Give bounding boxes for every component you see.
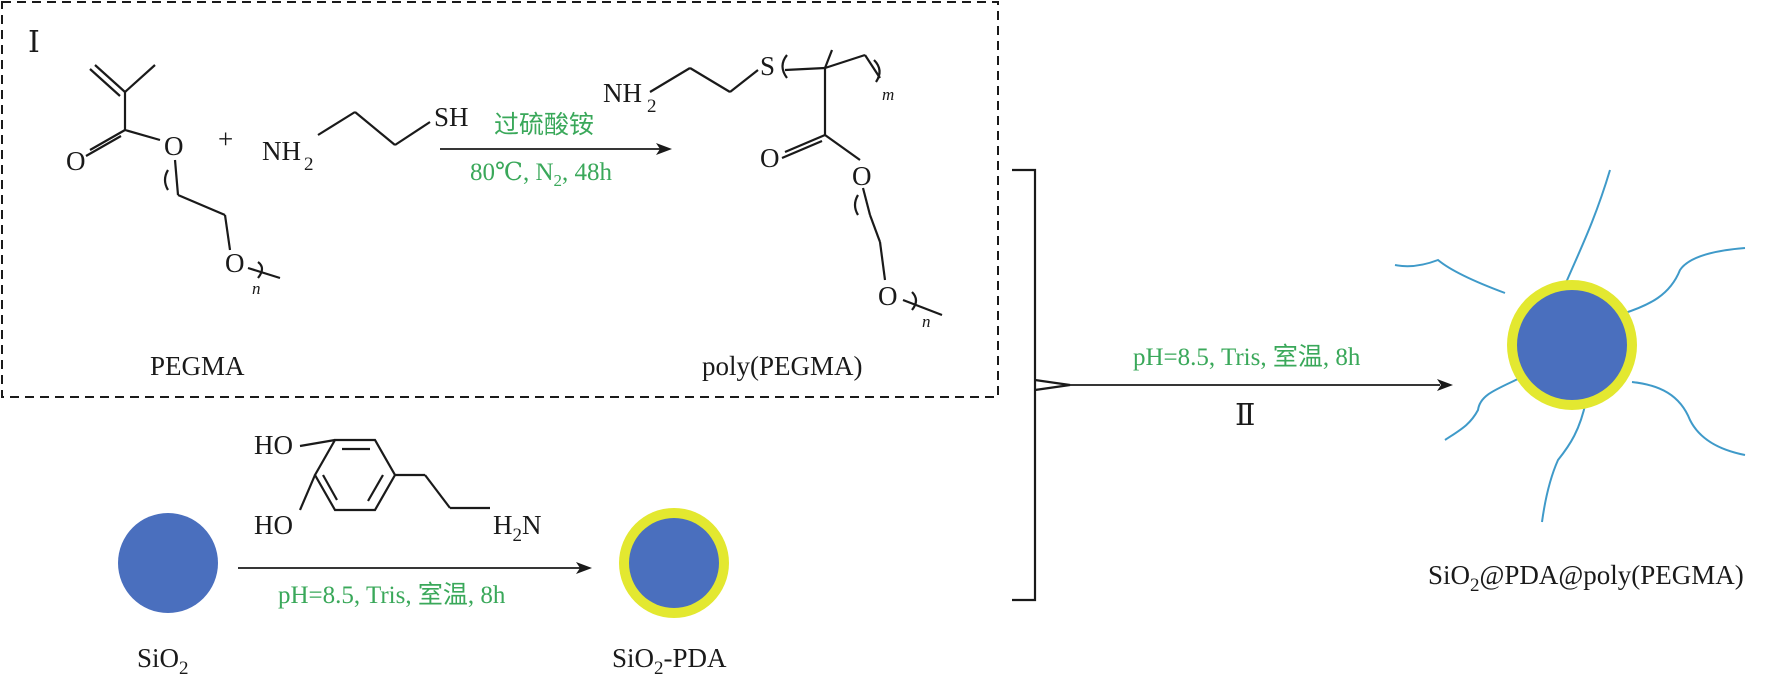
polypegma-s: S: [760, 51, 775, 81]
final-name-tail: @PDA@poly(PEGMA): [1480, 560, 1744, 590]
pegma-carbonyl-o: O: [66, 146, 86, 176]
reaction1-arrowhead: [656, 143, 672, 155]
sio2-name-main: SiO: [137, 643, 179, 673]
pegma-name: PEGMA: [150, 351, 245, 381]
sio2-particle: [118, 513, 218, 613]
step1-dashed-box: [1, 1, 999, 398]
sio2-pda-name-main: SiO: [612, 643, 654, 673]
final-name-main: SiO: [1428, 560, 1470, 590]
dopamine-ho-top: HO: [254, 430, 293, 460]
final-core: [1517, 290, 1627, 400]
reaction3-arrowhead: [1437, 379, 1453, 391]
step2-label: Ⅱ: [1235, 399, 1255, 432]
final-product-name: SiO2@PDA@poly(PEGMA): [1428, 560, 1744, 596]
cysteamine-structure: [317, 111, 431, 146]
reaction2-arrowhead: [576, 562, 592, 574]
polypegma-structure: [649, 49, 943, 317]
polypegma-nh: NH: [603, 78, 642, 108]
reaction1-conditions: 80℃, N2, 48h: [470, 159, 613, 190]
dopamine-h: H: [493, 510, 513, 540]
pegma-ether-o: O: [225, 248, 245, 278]
dopamine-ho-bottom: HO: [254, 510, 293, 540]
polypegma-carbonyl-o: O: [760, 143, 780, 173]
dopamine-structure: [298, 438, 490, 512]
sio2-pda-name: SiO2-PDA: [612, 643, 727, 679]
sio2-name: SiO2: [137, 643, 189, 679]
dopamine-n: N: [522, 510, 542, 540]
polypegma-nh-sub: 2: [647, 96, 657, 117]
polypegma-index-m: m: [882, 85, 894, 104]
step1-label: Ⅰ: [28, 26, 40, 59]
polypegma-index-n: n: [922, 312, 931, 331]
cysteamine-nh: NH: [262, 136, 301, 166]
sio2-pda-name-tail: -PDA: [664, 643, 728, 673]
polypegma-name: poly(PEGMA): [702, 351, 863, 381]
sio2-pda-name-sub: 2: [654, 658, 664, 679]
reaction1-reagent: 过硫酸铵: [494, 111, 594, 139]
final-name-sub: 2: [1470, 575, 1480, 596]
pegma-structure: [85, 64, 281, 280]
sio2-pda-core: [629, 518, 719, 608]
cysteamine-nh-sub: 2: [304, 154, 314, 175]
combining-bracket: [1012, 168, 1071, 602]
dopamine-h2n: H2N: [493, 510, 542, 546]
polypegma-ether-o: O: [878, 281, 898, 311]
reaction3-conditions: pH=8.5, Tris, 室温, 8h: [1133, 343, 1361, 371]
pegma-index-n: n: [252, 279, 261, 298]
polypegma-ester-o: O: [852, 161, 872, 191]
reaction1-cond-tail: , 48h: [562, 159, 613, 186]
sio2-name-sub: 2: [179, 658, 189, 679]
dopamine-h-sub: 2: [513, 525, 523, 546]
plus-sign: +: [218, 124, 233, 154]
cysteamine-sh: SH: [434, 102, 469, 132]
reaction2-conditions: pH=8.5, Tris, 室温, 8h: [278, 581, 506, 609]
reaction1-cond-n2-sub: 2: [554, 171, 563, 190]
polymer-chains: [1394, 169, 1746, 523]
reaction1-cond-temp: 80℃, N: [470, 159, 554, 186]
pegma-ester-o: O: [164, 131, 184, 161]
